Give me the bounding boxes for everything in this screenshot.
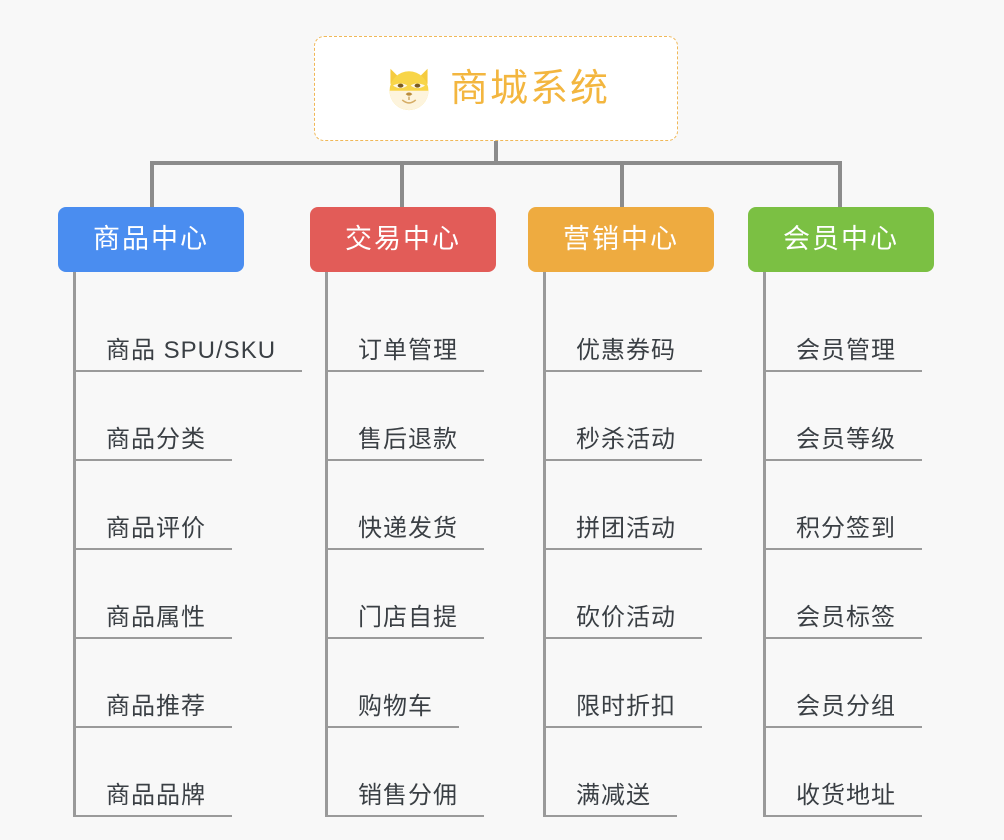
leaf-label: 快递发货 — [358, 514, 458, 542]
leaf-label: 商品分类 — [106, 425, 206, 453]
leaf-label: 订单管理 — [358, 336, 458, 364]
shiba-dog-face-icon — [389, 68, 429, 110]
root-node[interactable]: 商城系统 — [314, 36, 678, 141]
list-item[interactable]: 限时折扣 — [546, 639, 748, 728]
leaf-label: 限时折扣 — [576, 692, 676, 720]
leaf-list-marketing-center: 优惠券码 秒杀活动 拼团活动 砍价活动 限时折扣 满减送 — [543, 272, 748, 817]
list-item[interactable]: 商品 SPU/SKU — [76, 283, 303, 372]
list-item[interactable]: 会员分组 — [766, 639, 968, 728]
leaf-label: 会员分组 — [796, 692, 896, 720]
leaf-label: 销售分佣 — [358, 781, 458, 809]
list-item[interactable]: 商品推荐 — [76, 639, 278, 728]
leaf-label: 满减送 — [576, 781, 651, 809]
leaf-label: 售后退款 — [358, 425, 458, 453]
connector-drop-3 — [620, 161, 624, 207]
connector-root-stem — [494, 141, 498, 165]
leaf-label: 优惠券码 — [576, 336, 676, 364]
category-header-product-center[interactable]: 商品中心 — [58, 207, 244, 272]
list-item[interactable]: 商品属性 — [76, 550, 278, 639]
list-item[interactable]: 满减送 — [546, 728, 748, 817]
leaf-label: 购物车 — [358, 692, 433, 720]
category-label: 营销中心 — [563, 224, 679, 254]
leaf-list-product-center: 商品 SPU/SKU 商品分类 商品评价 商品属性 商品推荐 商品品牌 — [73, 272, 303, 817]
list-item[interactable]: 会员标签 — [766, 550, 968, 639]
list-item[interactable]: 订单管理 — [328, 283, 530, 372]
category-label: 交易中心 — [345, 224, 461, 254]
list-item[interactable]: 购物车 — [328, 639, 530, 728]
connector-drop-2 — [400, 161, 404, 207]
list-item[interactable]: 销售分佣 — [328, 728, 530, 817]
leaf-label: 拼团活动 — [576, 514, 676, 542]
category-header-member-center[interactable]: 会员中心 — [748, 207, 934, 272]
branch-member-center: 会员中心 会员管理 会员等级 积分签到 会员标签 会员分组 收货地址 — [748, 207, 968, 817]
leaf-label: 商品属性 — [106, 603, 206, 631]
list-item[interactable]: 门店自提 — [328, 550, 530, 639]
category-header-trade-center[interactable]: 交易中心 — [310, 207, 496, 272]
leaf-label: 商品推荐 — [106, 692, 206, 720]
leaf-label: 会员等级 — [796, 425, 896, 453]
leaf-label: 砍价活动 — [576, 603, 676, 631]
leaf-label: 会员标签 — [796, 603, 896, 631]
branch-marketing-center: 营销中心 优惠券码 秒杀活动 拼团活动 砍价活动 限时折扣 满减送 — [528, 207, 748, 817]
connector-drop-1 — [150, 161, 154, 207]
leaf-label: 秒杀活动 — [576, 425, 676, 453]
list-item[interactable]: 售后退款 — [328, 372, 530, 461]
branch-trade-center: 交易中心 订单管理 售后退款 快递发货 门店自提 购物车 销售分佣 — [310, 207, 530, 817]
leaf-list-trade-center: 订单管理 售后退款 快递发货 门店自提 购物车 销售分佣 — [325, 272, 530, 817]
list-item[interactable]: 秒杀活动 — [546, 372, 748, 461]
list-item[interactable]: 收货地址 — [766, 728, 968, 817]
list-item[interactable]: 会员等级 — [766, 372, 968, 461]
leaf-label: 收货地址 — [796, 781, 896, 809]
leaf-label: 会员管理 — [796, 336, 896, 364]
list-item[interactable]: 优惠券码 — [546, 283, 748, 372]
category-label: 会员中心 — [783, 224, 899, 254]
list-item[interactable]: 砍价活动 — [546, 550, 748, 639]
category-header-marketing-center[interactable]: 营销中心 — [528, 207, 714, 272]
list-item[interactable]: 商品品牌 — [76, 728, 278, 817]
leaf-label: 商品品牌 — [106, 781, 206, 809]
connector-bus — [150, 161, 842, 165]
leaf-label: 商品 SPU/SKU — [106, 336, 277, 364]
leaf-label: 积分签到 — [796, 514, 896, 542]
list-item[interactable]: 会员管理 — [766, 283, 968, 372]
list-item[interactable]: 商品分类 — [76, 372, 278, 461]
branch-product-center: 商品中心 商品 SPU/SKU 商品分类 商品评价 商品属性 商品推荐 商品品牌 — [58, 207, 303, 817]
root-title: 商城系统 — [449, 67, 610, 110]
list-item[interactable]: 快递发货 — [328, 461, 530, 550]
category-label: 商品中心 — [93, 224, 209, 254]
connector-drop-4 — [838, 161, 842, 207]
list-item[interactable]: 商品评价 — [76, 461, 278, 550]
leaf-list-member-center: 会员管理 会员等级 积分签到 会员标签 会员分组 收货地址 — [763, 272, 968, 817]
list-item[interactable]: 积分签到 — [766, 461, 968, 550]
list-item[interactable]: 拼团活动 — [546, 461, 748, 550]
leaf-label: 商品评价 — [106, 514, 206, 542]
leaf-label: 门店自提 — [358, 603, 458, 631]
